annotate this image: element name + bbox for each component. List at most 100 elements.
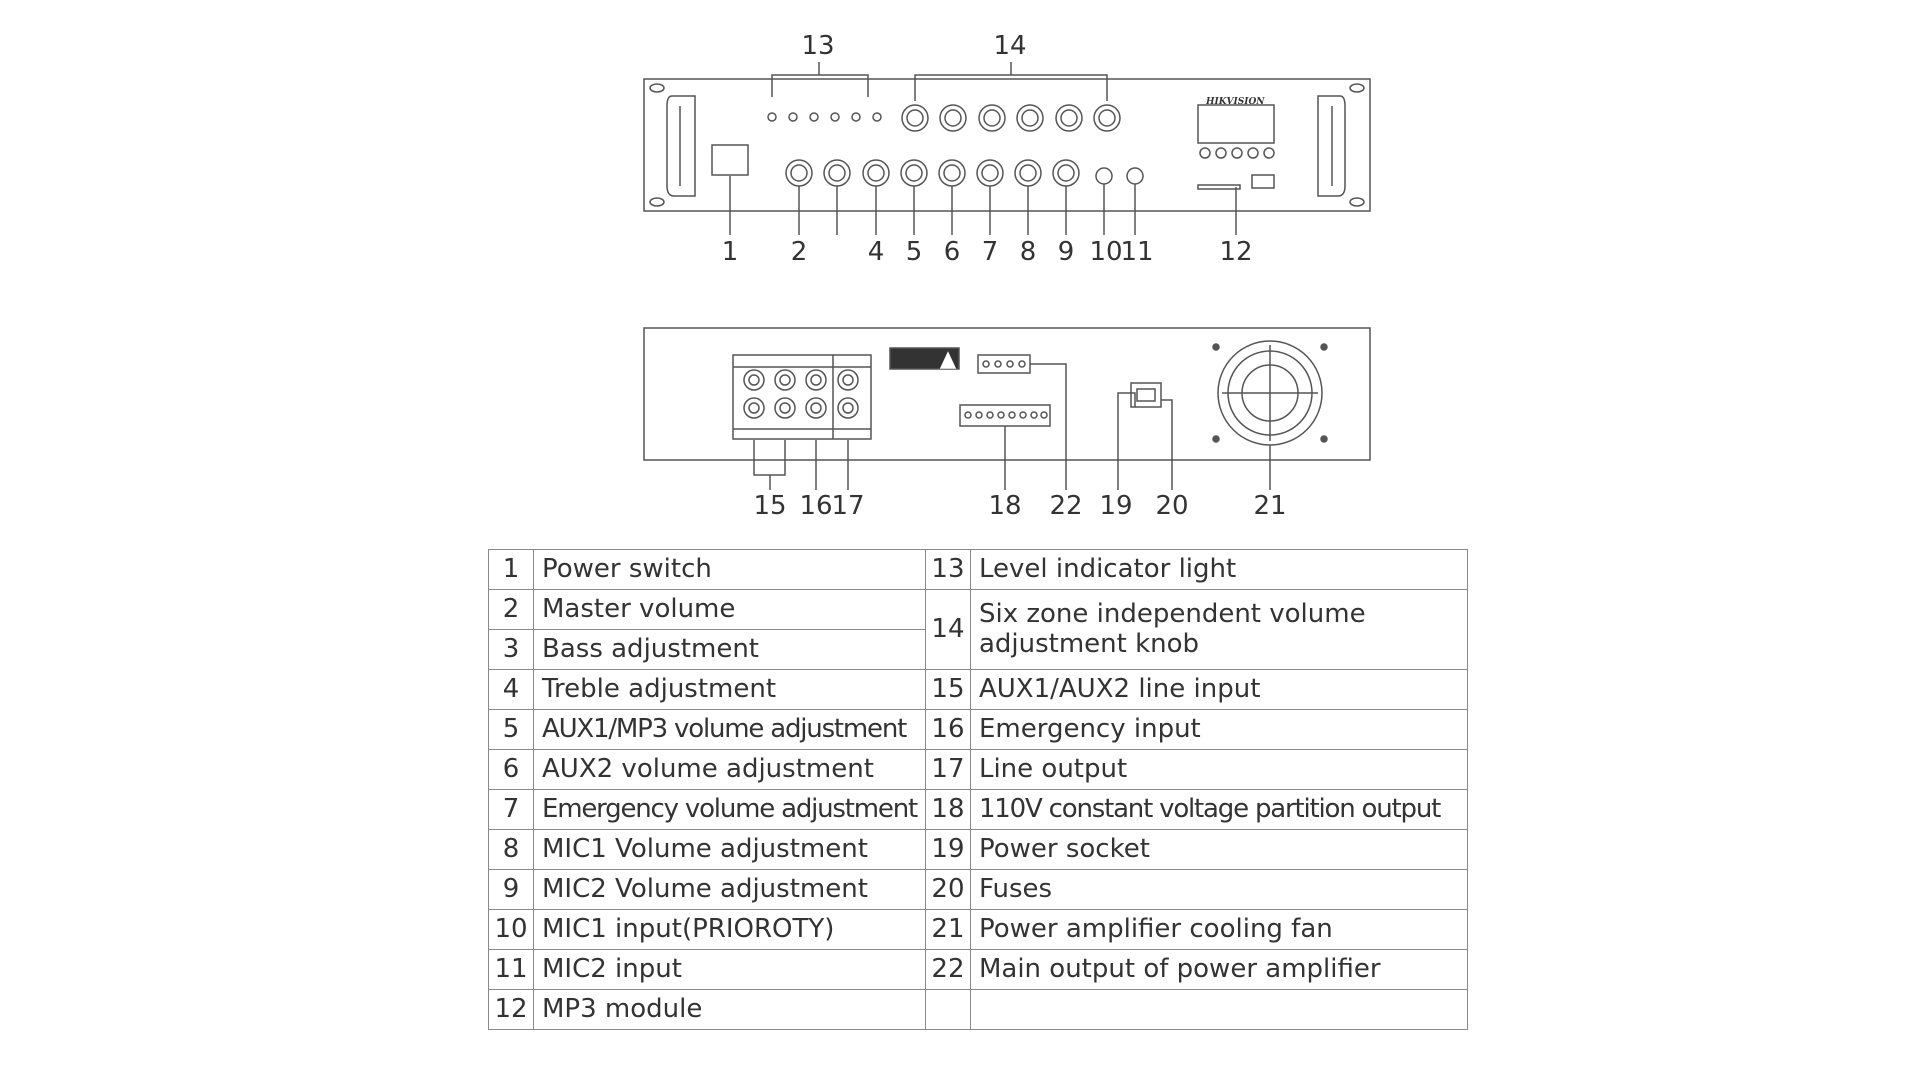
legend-label: MIC1 Volume adjustment	[533, 829, 926, 870]
rear-leader-lines	[753, 363, 1271, 490]
legend-number: 11	[488, 949, 534, 990]
callout-13: 13	[801, 31, 834, 61]
legend-label: Emergency input	[969, 709, 1468, 750]
callout-18: 18	[988, 491, 1021, 521]
cooling-fan-icon	[1212, 340, 1328, 446]
legend-number: 8	[488, 829, 534, 870]
callout-6: 6	[944, 237, 961, 267]
legend-number: 1	[488, 549, 534, 590]
legend-number: 16	[924, 709, 971, 750]
legend-number: 6	[488, 749, 534, 790]
legend-row: 10 MIC1 input(PRIOROTY) 21 Power amplifi…	[488, 909, 1468, 950]
power-socket-icon	[1130, 382, 1162, 408]
callout-11: 11	[1120, 237, 1153, 267]
callout-17: 17	[831, 491, 864, 521]
mic1-jack-icon	[1095, 167, 1113, 185]
callout-14: 14	[993, 31, 1026, 61]
legend-number: 21	[924, 909, 971, 950]
front-leader-lines	[729, 62, 1237, 235]
legend-row: 4 Treble adjustment 15 AUX1/AUX2 line in…	[488, 669, 1468, 710]
legend-number: 9	[488, 869, 534, 910]
legend-row: 6 AUX2 volume adjustment 17 Line output	[488, 749, 1468, 790]
legend-row: 12 MP3 module	[488, 989, 1468, 1030]
legend-row: 9 MIC2 Volume adjustment 20 Fuses	[488, 869, 1468, 910]
legend-label: Treble adjustment	[533, 669, 926, 710]
rear-input-block	[732, 354, 872, 440]
handle-left	[666, 95, 696, 197]
legend-number: 3	[488, 629, 534, 670]
usb-port-icon	[1251, 174, 1275, 189]
rear-panel	[643, 327, 1371, 461]
handle-right	[1317, 95, 1346, 197]
legend-label: Emergency volume adjustment	[533, 789, 926, 830]
legend-label: Master volume	[533, 589, 926, 630]
legend-label: Bass adjustment	[533, 629, 926, 670]
callout-9: 9	[1058, 237, 1075, 267]
legend-label: MP3 module	[533, 989, 926, 1030]
legend-number: 20	[924, 869, 971, 910]
legend-number: 10	[488, 909, 534, 950]
legend-number: 17	[924, 749, 971, 790]
callout-5: 5	[906, 237, 923, 267]
mp3-buttons	[1199, 147, 1275, 159]
callout-12: 12	[1219, 237, 1252, 267]
legend-number: 12	[488, 989, 534, 1030]
power-switch-icon	[711, 144, 749, 176]
callout-15: 15	[753, 491, 786, 521]
legend-number: 15	[924, 669, 971, 710]
legend-label: Line output	[969, 749, 1468, 790]
legend-label: Power amplifier cooling fan	[969, 909, 1468, 950]
legend-label: AUX1/MP3 volume adjustment	[533, 709, 926, 750]
level-indicator-leds	[767, 112, 882, 122]
callout-19: 19	[1099, 491, 1132, 521]
callout-1: 1	[722, 237, 739, 267]
legend-label	[969, 989, 1468, 1030]
callout-21: 21	[1253, 491, 1286, 521]
callout-10: 10	[1089, 237, 1122, 267]
legend-row: 1 Power switch 13 Level indicator light	[488, 549, 1468, 590]
brand-logo: HIKVISION	[1205, 97, 1265, 107]
legend-label: Level indicator light	[969, 549, 1468, 590]
callout-16: 16	[799, 491, 832, 521]
legend-label: Power switch	[533, 549, 926, 590]
front-panel	[643, 78, 1371, 212]
legend-label: MIC2 Volume adjustment	[533, 869, 926, 910]
callout-4: 4	[868, 237, 885, 267]
legend-row: 8 MIC1 Volume adjustment 19 Power socket	[488, 829, 1468, 870]
mic2-jack-icon	[1126, 167, 1144, 185]
legend-label: Fuses	[969, 869, 1468, 910]
legend-label: MIC2 input	[533, 949, 926, 990]
legend-number: 13	[924, 549, 971, 590]
legend-number: 18	[924, 789, 971, 830]
legend-number: 5	[488, 709, 534, 750]
caution-label-icon	[889, 347, 960, 370]
legend-label: AUX1/AUX2 line input	[969, 669, 1468, 710]
sd-slot-icon	[1197, 184, 1241, 190]
zone-volume-knobs	[901, 104, 1121, 132]
legend-number: 4	[488, 669, 534, 710]
mp3-display-icon	[1197, 104, 1275, 144]
legend-label: Six zone independent volume adjustment k…	[969, 589, 1468, 670]
front-callout-numbers: 13 14 1 2 4 5 6 7 8 9 10 11 12	[722, 31, 1253, 267]
front-volume-knobs	[785, 159, 1080, 187]
callout-2: 2	[791, 237, 808, 267]
legend-label: 110V constant voltage partition output	[969, 789, 1468, 830]
legend-number: 14	[924, 589, 971, 670]
legend-row: 2 Master volume 14 Six zone independent …	[488, 589, 1468, 670]
parts-legend-table: 1 Power switch 13 Level indicator light …	[488, 549, 1468, 1030]
legend-number: 19	[924, 829, 971, 870]
legend-row: 11 MIC2 input 22 Main output of power am…	[488, 949, 1468, 990]
legend-label: Power socket	[969, 829, 1468, 870]
legend-row: 7 Emergency volume adjustment 18 110V co…	[488, 789, 1468, 830]
legend-label: AUX2 volume adjustment	[533, 749, 926, 790]
legend-number: 7	[488, 789, 534, 830]
rear-callout-numbers: 15 16 17 18 22 19 20 21	[753, 491, 1286, 521]
legend-number: 2	[488, 589, 534, 630]
legend-number	[924, 989, 971, 1030]
legend-row: 5 AUX1/MP3 volume adjustment 16 Emergenc…	[488, 709, 1468, 750]
rca-inputs	[743, 369, 859, 419]
callout-22: 22	[1049, 491, 1082, 521]
main-output-terminal-icon	[977, 354, 1031, 374]
callout-7: 7	[982, 237, 999, 267]
